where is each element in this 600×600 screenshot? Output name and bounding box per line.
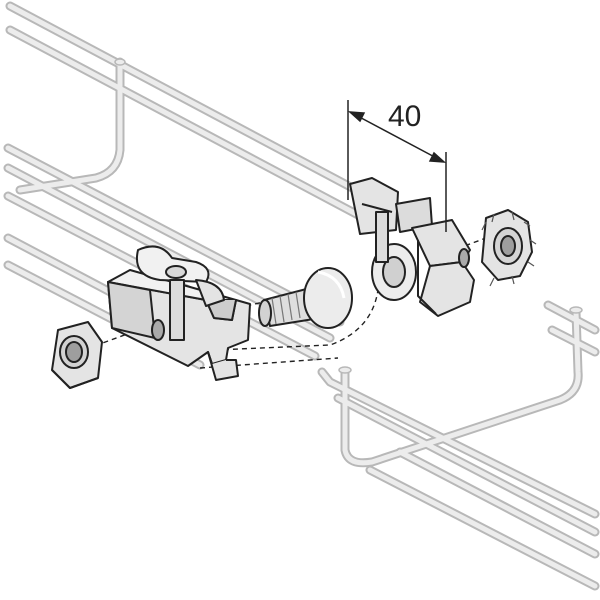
wire-mesh-tray-right	[317, 300, 600, 591]
coupler-clamp-left	[107, 245, 251, 381]
dimension-line	[349, 111, 445, 163]
dimension-arrow-right	[428, 151, 447, 163]
dimension-indicator	[347, 100, 447, 232]
carriage-bolt	[258, 267, 353, 329]
serrated-nut-right	[481, 209, 537, 287]
coupler-clamp-right	[349, 177, 475, 317]
dimension-label: 40	[388, 100, 421, 133]
hex-nut-left	[51, 321, 103, 389]
dimension-arrow-left	[347, 111, 366, 123]
